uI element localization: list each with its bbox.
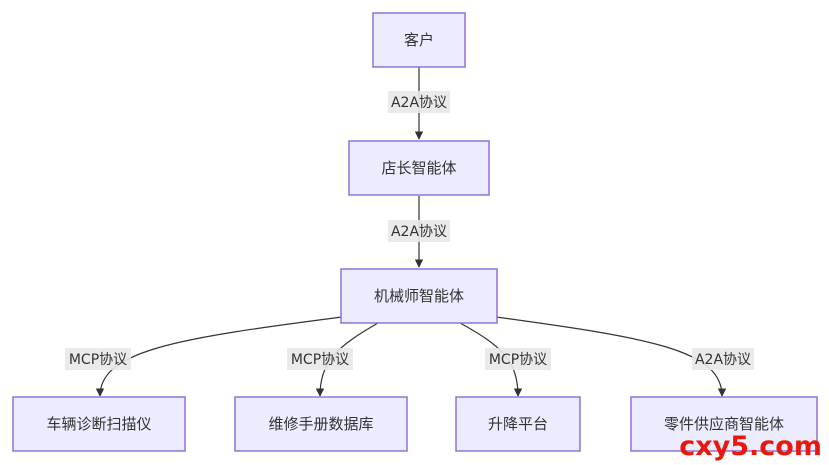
node-label: 店长智能体	[381, 159, 456, 177]
node-parts-supplier-agent[interactable]: 零件供应商智能体	[630, 396, 818, 452]
node-label: 零件供应商智能体	[664, 415, 784, 433]
node-customer[interactable]: 客户	[372, 12, 466, 68]
node-store-manager-agent[interactable]: 店长智能体	[348, 140, 490, 196]
edge-label-mechanic-to-scanner: MCP协议	[65, 348, 131, 370]
node-repair-manual-database[interactable]: 维修手册数据库	[234, 396, 408, 452]
edge-mechanic-to-supplier	[495, 316, 727, 397]
edge-label-text: MCP协议	[291, 352, 349, 368]
nodes: 客户 店长智能体 机械师智能体 车辆诊断扫描仪 维修手册数据库 升降平台 零件供…	[12, 12, 818, 452]
watermark: cxy5.com	[679, 431, 822, 462]
edge-label-text: A2A协议	[695, 352, 751, 368]
edge-label-text: A2A协议	[391, 224, 447, 240]
node-label: 机械师智能体	[374, 287, 464, 305]
node-label: 客户	[404, 31, 434, 49]
edge-label-mechanic-to-lift: MCP协议	[485, 348, 551, 370]
edge-mechanic-to-scanner	[95, 316, 343, 397]
node-label: 升降平台	[488, 415, 548, 433]
edge-label-text: MCP协议	[489, 352, 547, 368]
edge-label-customer-to-manager: A2A协议	[388, 91, 450, 113]
edge-label-mechanic-to-manual: MCP协议	[287, 348, 353, 370]
edge-label-text: A2A协议	[391, 95, 447, 111]
node-lift-platform[interactable]: 升降平台	[455, 396, 581, 452]
edge-label-mechanic-to-supplier: A2A协议	[692, 348, 754, 370]
node-label: 维修手册数据库	[268, 415, 373, 433]
edge-labels: A2A协议 A2A协议 MCP协议 MCP协议 MCP协议 A2A协议	[65, 91, 754, 370]
edge-label-text: MCP协议	[69, 352, 127, 368]
node-label: 车辆诊断扫描仪	[46, 415, 151, 433]
edge-label-manager-to-mechanic: A2A协议	[388, 220, 450, 242]
node-vehicle-diagnostic-scanner[interactable]: 车辆诊断扫描仪	[12, 396, 186, 452]
node-mechanic-agent[interactable]: 机械师智能体	[340, 268, 498, 324]
